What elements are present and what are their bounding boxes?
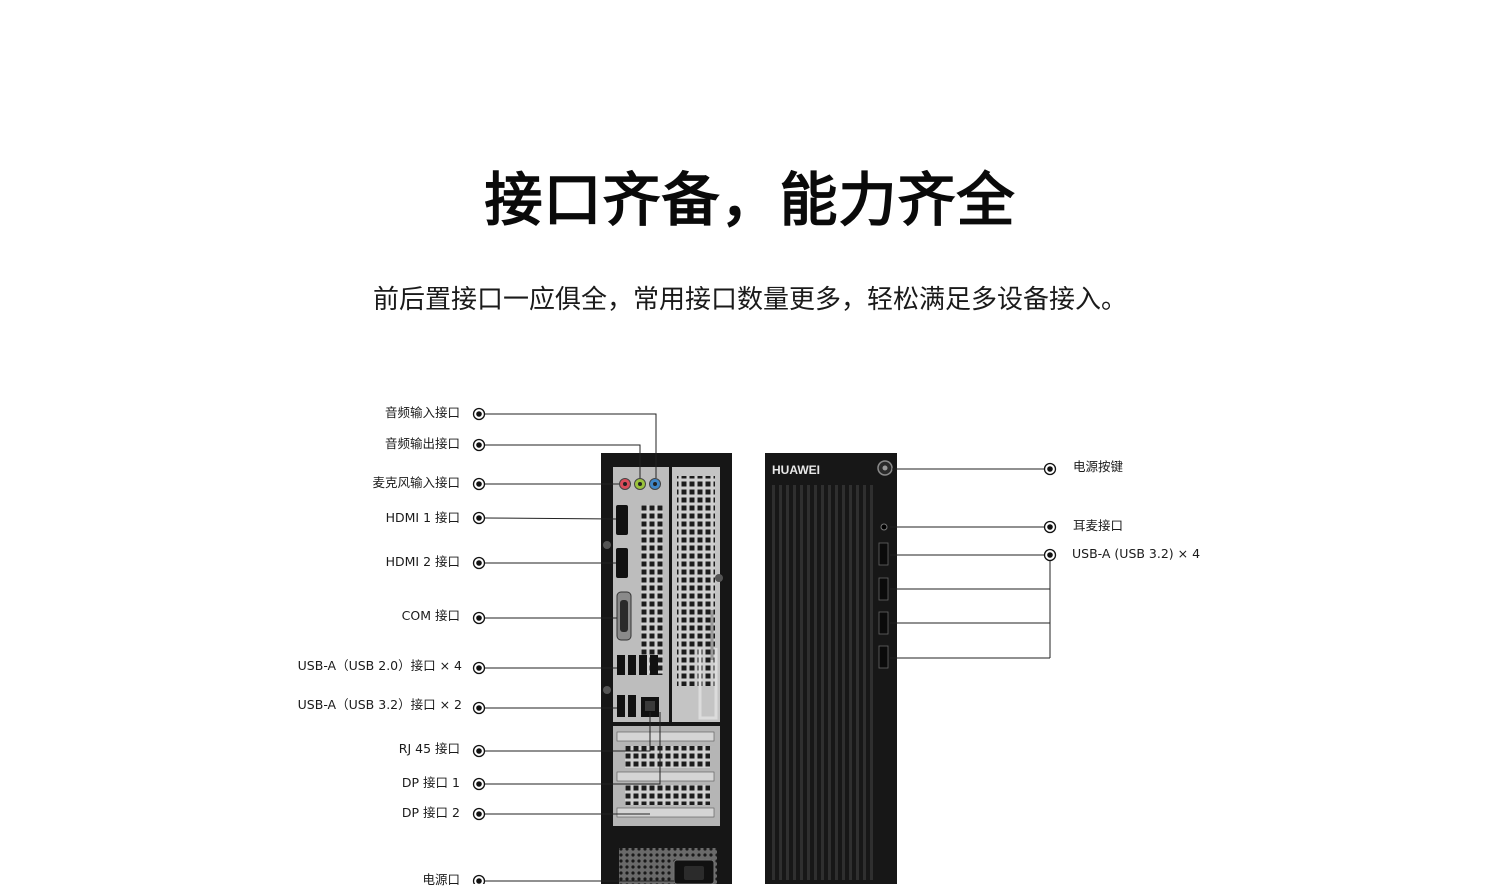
leader-marker-dot: [476, 705, 482, 711]
label-power-button: 电源按键: [1073, 459, 1124, 474]
hdmi-2-port: [616, 548, 628, 578]
leader-line: [485, 712, 661, 785]
chassis-handle: [698, 648, 718, 720]
label-hdmi-2: HDMI 2 接口: [385, 554, 460, 569]
rear-vent-grid: [677, 476, 715, 686]
label-usb20: USB-A（USB 2.0）接口 × 4: [297, 658, 462, 673]
leader-marker-dot: [476, 748, 482, 754]
usb20-port: [650, 655, 658, 675]
front-fin: [842, 485, 845, 880]
hdmi-1-port: [616, 505, 628, 535]
leader-marker-dot: [1047, 552, 1053, 558]
slot-bracket: [616, 731, 715, 742]
leader-line: [485, 413, 657, 478]
leader-marker-dot: [476, 615, 482, 621]
front-fin: [821, 485, 824, 880]
front-fin: [807, 485, 810, 880]
label-usb32-front: USB-A (USB 3.2) × 4: [1072, 546, 1201, 561]
rear-chassis: [601, 453, 732, 884]
usb20-port: [617, 655, 625, 675]
label-hdmi-1: HDMI 1 接口: [385, 510, 460, 525]
subline: 前后置接口一应俱全，常用接口数量更多，轻松满足多设备接入。: [372, 285, 1127, 315]
leader-marker-dot: [476, 781, 482, 787]
headline: 接口齐备，能力齐全: [484, 166, 1016, 234]
front-fin: [800, 485, 803, 880]
leader-line: [485, 712, 651, 752]
slot-bracket: [616, 771, 715, 782]
leader-marker-dot: [476, 411, 482, 417]
label-markers: [472, 407, 1057, 884]
slot-bracket: [616, 807, 715, 818]
label-usb32-rear: USB-A（USB 3.2）接口 × 2: [297, 697, 462, 712]
usb20-port: [639, 655, 647, 675]
leader-line: [485, 444, 641, 478]
usb32-front-port: [878, 611, 889, 635]
front-fin: [786, 485, 789, 880]
leader-marker-dot: [476, 665, 482, 671]
headset-jack: [880, 523, 888, 531]
leader-marker-dot: [476, 442, 482, 448]
leader-marker-dot: [476, 811, 482, 817]
leader-lines: [484, 413, 1051, 882]
front-fins: [772, 485, 873, 880]
leader-marker-dot: [1047, 466, 1053, 472]
label-headset: 耳麦接口: [1073, 518, 1124, 533]
front-fin: [863, 485, 866, 880]
label-audio-in: 音频输入接口: [384, 405, 460, 420]
brand-mark: HUAWEI: [772, 463, 820, 477]
label-dp-1: DP 接口 1: [401, 775, 460, 790]
front-fin: [828, 485, 831, 880]
leader-marker-dot: [1047, 524, 1053, 530]
usb32-front-port: [878, 542, 889, 566]
rear-io-perf: [641, 505, 663, 675]
front-fin: [793, 485, 796, 880]
front-fin: [835, 485, 838, 880]
usb32-front-port: [878, 645, 889, 669]
label-mic-in: 麦克风输入接口: [372, 475, 460, 490]
usb32-rear-port: [617, 695, 625, 717]
label-rj45: RJ 45 接口: [398, 741, 460, 756]
front-fin: [772, 485, 775, 880]
leader-marker-dot: [476, 878, 482, 884]
leader-marker-dot: [476, 515, 482, 521]
front-fin: [814, 485, 817, 880]
front-fin: [870, 485, 873, 880]
usb32-rear-port: [628, 695, 636, 717]
leader-line: [484, 517, 617, 520]
label-audio-out: 音频输出接口: [384, 436, 460, 451]
leader-marker-dot: [476, 560, 482, 566]
label-dp-2: DP 接口 2: [401, 805, 460, 820]
label-com: COM 接口: [401, 608, 460, 623]
usb20-port: [628, 655, 636, 675]
front-chassis: HUAWEI: [765, 453, 897, 884]
label-power-in: 电源口: [422, 872, 460, 887]
front-fin: [856, 485, 859, 880]
front-fin: [779, 485, 782, 880]
leader-marker-dot: [476, 481, 482, 487]
front-fin: [849, 485, 852, 880]
usb32-front-port: [878, 577, 889, 601]
